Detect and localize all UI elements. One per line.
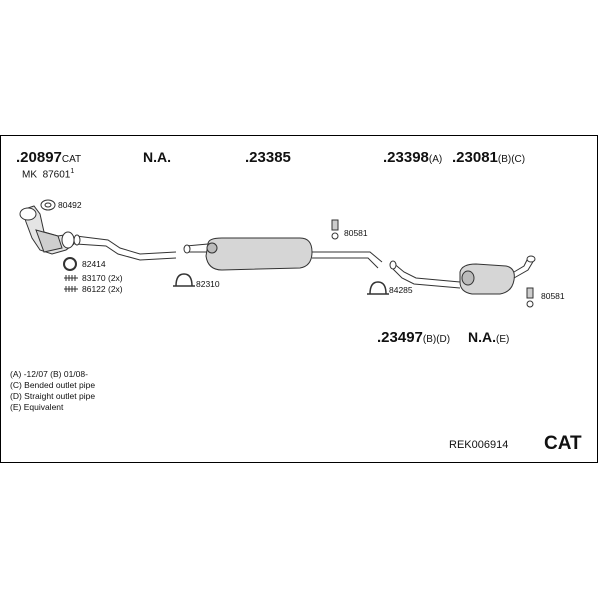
hardware-label-82414[interactable]: 82414 (82, 259, 106, 269)
rear-silencer[interactable] (389, 255, 536, 295)
part-not-available: N.A. (143, 149, 171, 165)
hardware-label-84285[interactable]: 84285 (389, 285, 413, 295)
front-pipe[interactable] (73, 234, 177, 261)
hardware-label-80492[interactable]: 80492 (58, 200, 82, 210)
bolt-icon (64, 275, 78, 292)
hardware-label-83170[interactable]: 83170 (2x) (82, 273, 123, 283)
ring-icon (63, 257, 77, 271)
hardware-label-80581-front[interactable]: 80581 (344, 228, 368, 238)
part-number-front-silencer[interactable]: .23385 (245, 149, 291, 166)
rubber-hanger-icon (526, 287, 534, 308)
note-line: (C) Bended outlet pipe (10, 380, 96, 390)
note-line: (D) Straight outlet pipe (10, 391, 96, 401)
notes-block: (A) -12/07 (B) 01/08- (C) Bended outlet … (10, 369, 95, 413)
clamp-icon (367, 281, 389, 295)
part-number-rear-silencer-a[interactable]: .23398(A) (383, 149, 443, 166)
part-number-rear-silencer-b[interactable]: .23081(B)(C) (452, 149, 526, 166)
gasket-icon (40, 199, 56, 211)
type-label: CAT (544, 433, 582, 454)
hardware-label-82310[interactable]: 82310 (196, 279, 220, 289)
part-not-available-equivalent: N.A.(E) (468, 329, 510, 345)
part-number-rear-silencer-d[interactable]: .23497(B)(D) (377, 329, 451, 346)
reference-code: REK006914 (449, 439, 509, 451)
note-line: (A) -12/07 (B) 01/08- (10, 369, 88, 379)
note-line: (E) Equivalent (10, 402, 64, 412)
catalytic-converter[interactable] (19, 205, 75, 255)
hardware-label-80581-rear[interactable]: 80581 (541, 291, 565, 301)
hardware-label-86122[interactable]: 86122 (2x) (82, 284, 123, 294)
diagram-frame (0, 135, 598, 463)
catalyst-sub-number: MK 876011 (22, 168, 75, 181)
rubber-hanger-icon (331, 219, 339, 240)
front-silencer[interactable] (183, 237, 383, 271)
part-number-catalyst[interactable]: .20897CAT (16, 149, 82, 166)
clamp-icon (173, 273, 195, 287)
